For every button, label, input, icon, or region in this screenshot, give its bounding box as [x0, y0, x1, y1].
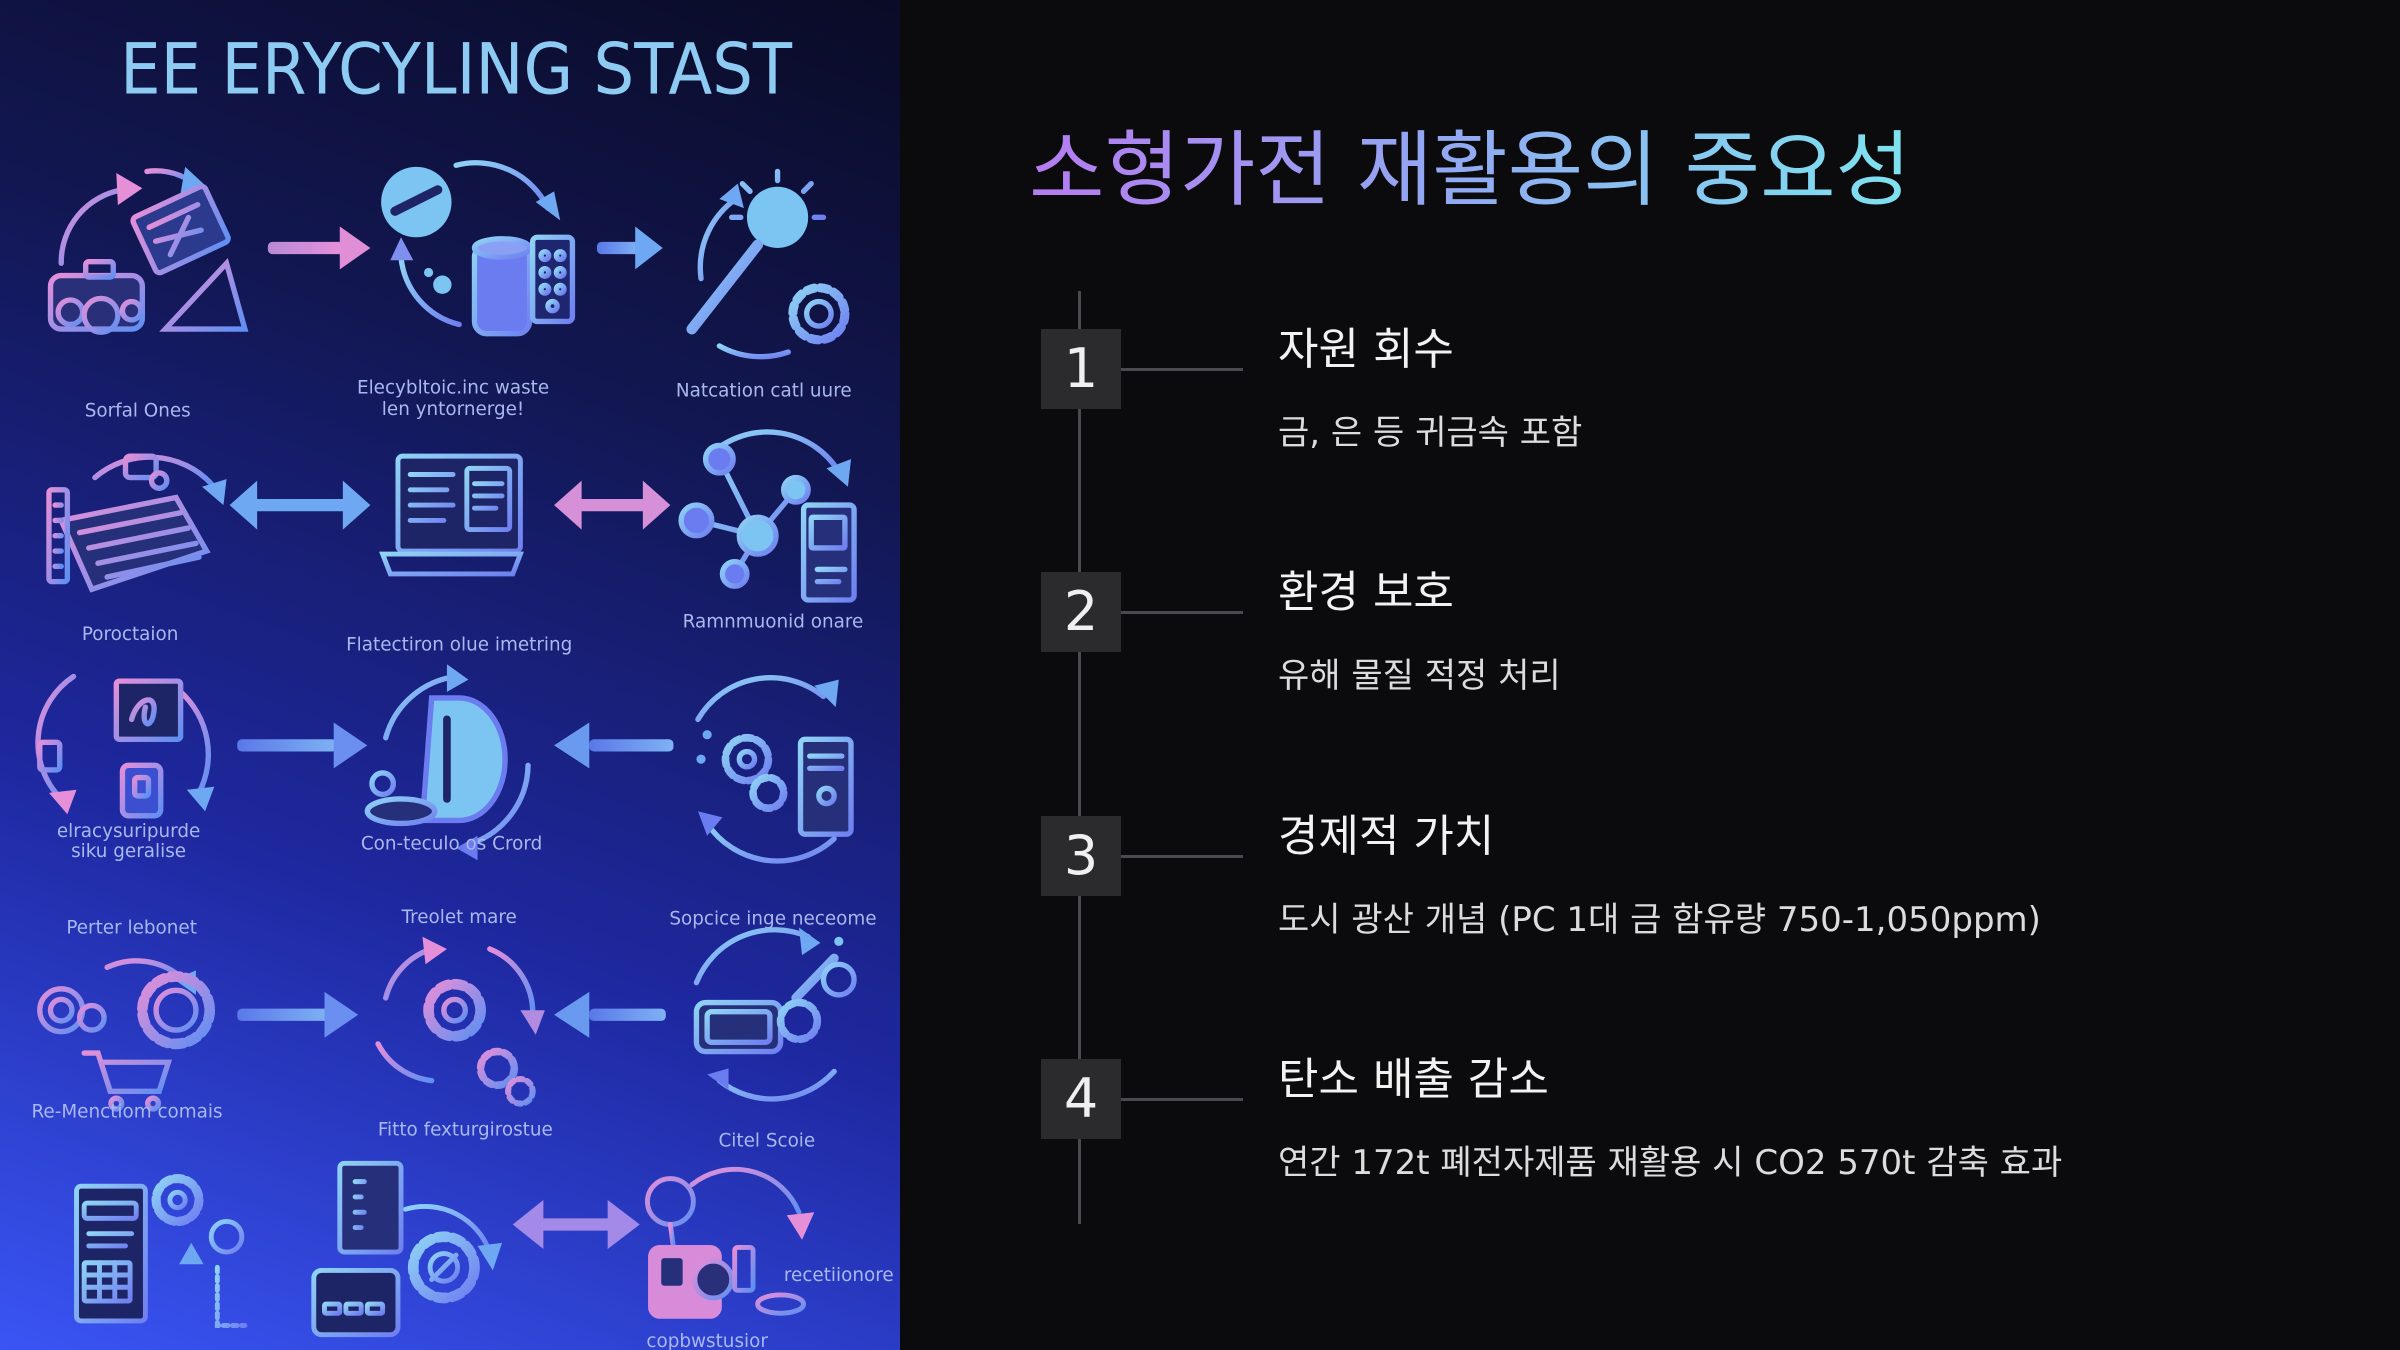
- illustration-canvas: EE ERYCYLING STAST: [31, 28, 894, 1350]
- timeline-connector: [1121, 368, 1243, 371]
- label-re-menctiom: Re-Menctiom comais: [31, 1101, 222, 1122]
- server-gear-icon: [74, 1173, 248, 1328]
- label-citel-scoie: Citel Scoie: [718, 1130, 815, 1151]
- label-sorfal-ones: Sorfal Ones: [85, 400, 191, 421]
- recycling-illustration: EE ERYCYLING STAST: [0, 0, 900, 1350]
- pill-jar-icon: [381, 160, 576, 337]
- item-heading: 자원 회수: [1278, 324, 1454, 375]
- timeline-item-4: 4 탄소 배출 감소 연간 172t 폐전자제품 재활용 시 CO2 570t …: [1041, 1054, 2341, 1189]
- flow-arrow-left-blue-row4: [554, 991, 666, 1038]
- item-heading: 환경 보호: [1278, 567, 1454, 618]
- storage-device-icon: [311, 1160, 503, 1338]
- step-number-box: 4: [1041, 1059, 1121, 1139]
- timeline-line: [1078, 291, 1081, 1224]
- label-poroctaion: Poroctaion: [82, 624, 179, 645]
- flow-arrow-right-blue: [596, 226, 663, 270]
- label-recetiionore: recetiionore: [784, 1265, 894, 1286]
- label-waste-line1: Elecybltoic.inc waste: [357, 377, 549, 398]
- item-heading: 탄소 배출 감소: [1278, 1054, 1549, 1105]
- step-number-box: 2: [1041, 572, 1121, 652]
- flow-arrow-right-blue-row4: [237, 991, 359, 1038]
- label-flatectiron: Flatectiron olue imetring: [346, 635, 572, 656]
- flow-arrow-left-blue-row3: [554, 722, 674, 769]
- timeline-item-1: 1 자원 회수 금, 은 등 귀금속 포함: [1041, 324, 2341, 459]
- label-siku-geralise: siku geralise: [71, 841, 186, 862]
- item-description: 연간 172t 폐전자제품 재활용 시 CO2 570t 감축 효과: [1278, 1143, 2063, 1183]
- recycle-shape-icon: [364, 664, 531, 861]
- label-waste-line2: len yntornerge!: [382, 399, 525, 420]
- slide-title: 소형가전 재활용의 중요성: [1029, 121, 1911, 221]
- flow-arrow-right-pink: [267, 226, 371, 270]
- keyboard-laptop-icon: [46, 453, 227, 593]
- gears-cart-icon: [37, 958, 216, 1112]
- item-heading: 경제적 가치: [1278, 811, 1495, 862]
- item-description: 도시 광산 개념 (PC 1대 금 함유량 750-1,050ppm): [1278, 900, 2041, 940]
- timeline-connector: [1121, 611, 1243, 614]
- flow-arrow-double-blue: [229, 480, 371, 530]
- lamp-machine-icon: [645, 1166, 815, 1319]
- label-natcation: Natcation catl uure: [676, 380, 852, 401]
- label-fitto: Fitto fexturgirostue: [378, 1120, 553, 1141]
- step-number-box: 1: [1041, 329, 1121, 409]
- flow-arrow-right-blue-row3: [237, 722, 368, 769]
- robot-device-icon: [678, 429, 857, 603]
- label-elracysuripurde: elracysuripurde: [57, 821, 200, 842]
- gear-computer-icon: [695, 675, 854, 864]
- illustration-title: EE ERYCYLING STAST: [120, 28, 793, 110]
- item-description: 유해 물질 적정 처리: [1278, 656, 1561, 696]
- label-perter-lebonet: Perter lebonet: [66, 918, 197, 939]
- desktop-computer-icon: [379, 453, 524, 577]
- flow-arrow-double-purple: [512, 1200, 640, 1249]
- timeline-item-2: 2 환경 보호 유해 물질 적정 처리: [1041, 567, 2341, 702]
- timeline-item-3: 3 경제적 가치 도시 광산 개념 (PC 1대 금 함유량 750-1,050…: [1041, 811, 2341, 946]
- item-description: 금, 은 등 귀금속 포함: [1278, 413, 1583, 453]
- monitor-cycle-icon: [35, 673, 215, 819]
- label-copbwstusior: copbwstusior: [646, 1331, 768, 1350]
- monitor-tools-icon: [693, 927, 857, 1102]
- label-sopcice: Sopcice inge neceome: [669, 908, 876, 929]
- label-con-teculo: Con-teculo os Crord: [361, 833, 542, 854]
- magnifier-gear-icon: [686, 168, 850, 360]
- camera-tablet-icon: [47, 166, 249, 335]
- timeline-connector: [1121, 1098, 1243, 1101]
- flow-arrow-double-pink: [554, 480, 671, 530]
- timeline-connector: [1121, 855, 1243, 858]
- label-ramnmuonid: Ramnmuonid onare: [683, 612, 864, 633]
- step-number-box: 3: [1041, 816, 1121, 896]
- gear-cycle-icon: [375, 936, 545, 1107]
- label-treolet-mare: Treolet mare: [401, 907, 517, 928]
